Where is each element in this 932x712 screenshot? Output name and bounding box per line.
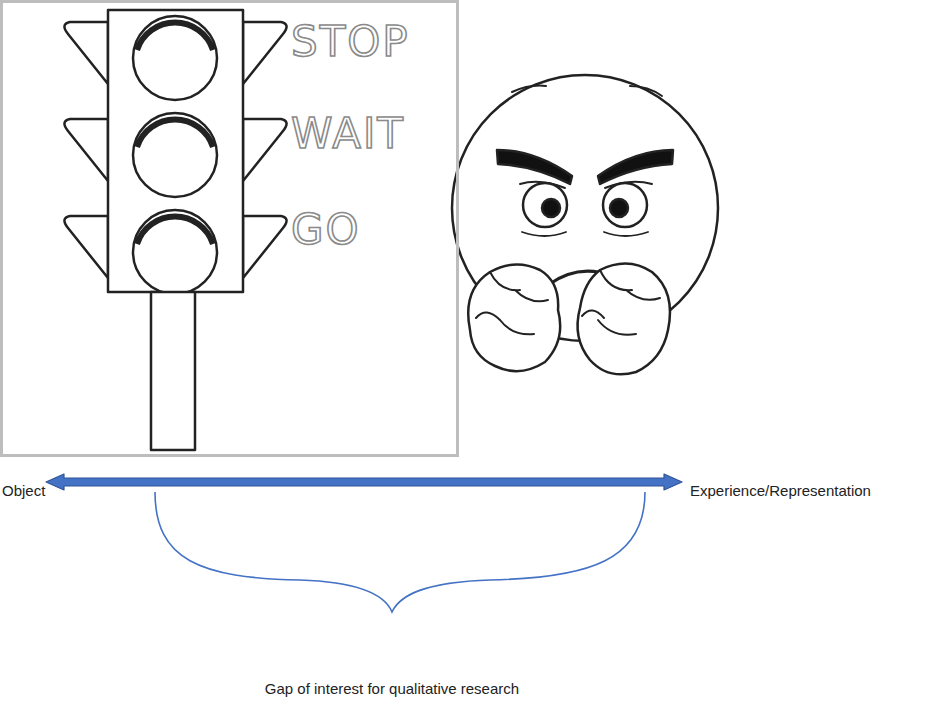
- curly-brace: [155, 492, 645, 612]
- signal-word: STOP: [291, 17, 456, 67]
- brace-caption: Gap of interest for qualitative research: [265, 680, 519, 698]
- signal-word: WAIT: [291, 109, 456, 159]
- angry-face: [452, 75, 718, 374]
- axis-end-label: Object: [2, 482, 45, 500]
- signal-word: GO: [291, 205, 456, 255]
- traffic-light: [64, 10, 286, 450]
- illustration-frame: STOP WAIT GO: [0, 0, 459, 457]
- axis-end-label: Experience/Representation: [690, 482, 871, 500]
- double-arrow: [46, 474, 682, 490]
